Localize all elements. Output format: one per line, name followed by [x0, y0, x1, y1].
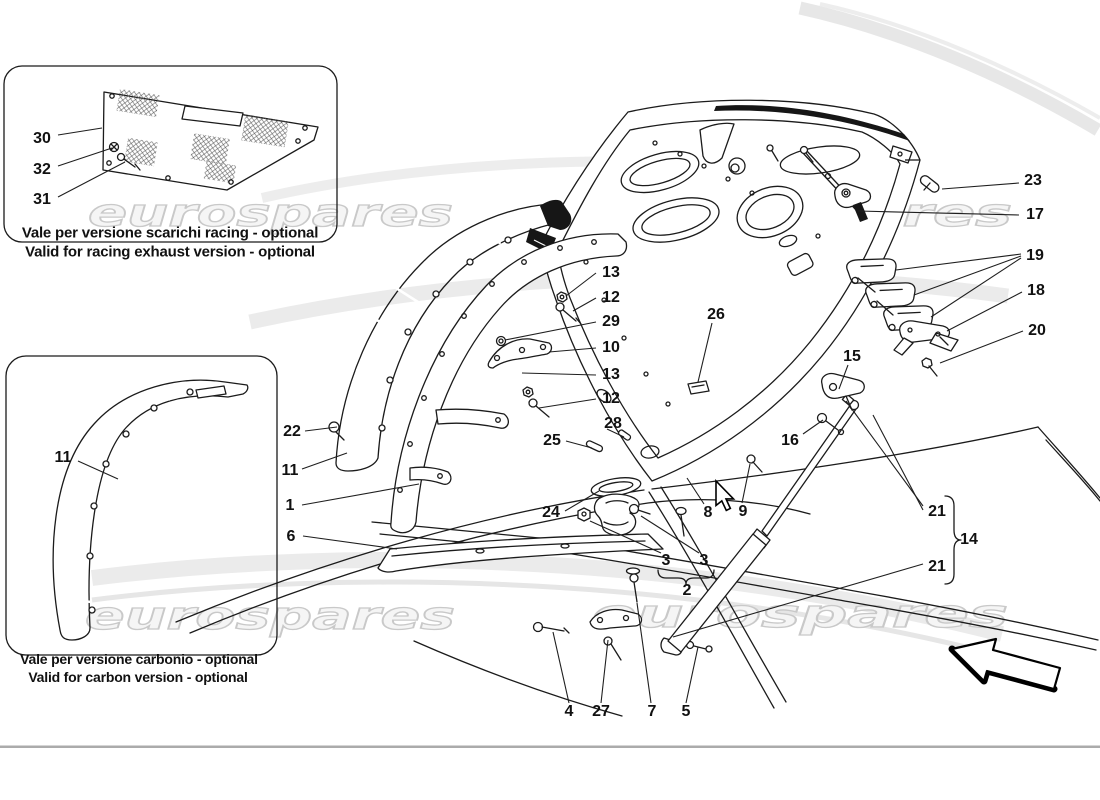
callout-24[interactable]: 24 [542, 504, 560, 521]
direction-arrow-icon [948, 637, 1062, 693]
callout-19[interactable]: 19 [1026, 247, 1044, 264]
callout-13[interactable]: 13 [602, 366, 620, 383]
callout-2[interactable]: 2 [682, 582, 692, 599]
callout-5[interactable]: 5 [681, 703, 691, 720]
bonnet-frame-drawing [390, 233, 628, 534]
carbon-grille-drawing [52, 379, 249, 641]
watermark-text: eurospares [88, 191, 453, 235]
callout-6[interactable]: 6 [286, 528, 296, 545]
racing-exhaust-box [3, 65, 338, 243]
callout-3[interactable]: 3 [699, 552, 709, 569]
callout-14[interactable]: 14 [960, 531, 978, 548]
callout-21[interactable]: 21 [928, 503, 946, 520]
callout-15[interactable]: 15 [843, 348, 861, 365]
callout-20[interactable]: 20 [1028, 322, 1046, 339]
panel-fastener-32 [108, 141, 120, 153]
safety-catch-drawing [893, 320, 959, 356]
watermark-text: eurospares [592, 592, 1008, 636]
racing-exhaust-caption-it: Vale per versione scarichi racing - opti… [21, 224, 319, 242]
callout-12[interactable]: 12 [602, 390, 620, 407]
callout-11[interactable]: 11 [54, 449, 72, 466]
small-fasteners-drawing [328, 291, 763, 473]
bonnet-latch-drawing [577, 477, 687, 603]
callout-30[interactable]: 30 [33, 130, 51, 147]
callout-10[interactable]: 10 [602, 339, 620, 356]
watermark-text: eurospares [85, 594, 455, 638]
callout-25[interactable]: 25 [543, 432, 561, 449]
callout-12[interactable]: 12 [602, 289, 620, 306]
racing-exhaust-panel-drawing [102, 89, 319, 191]
callout-32[interactable]: 32 [33, 161, 51, 178]
racing-exhaust-caption-en: Valid for racing exhaust version - optio… [25, 243, 315, 261]
callout-7[interactable]: 7 [647, 703, 657, 720]
callout-26[interactable]: 26 [707, 306, 725, 323]
seal-blade-drawing [377, 533, 664, 573]
panel-fastener-31 [116, 152, 141, 171]
callout-28[interactable]: 28 [604, 415, 622, 432]
callout-11[interactable]: 11 [281, 462, 299, 479]
callout-21[interactable]: 21 [928, 558, 946, 575]
callout-29[interactable]: 29 [602, 313, 620, 330]
callout-22[interactable]: 22 [283, 423, 301, 440]
bonnet-grille-drawing [335, 199, 572, 472]
callout-1[interactable]: 1 [285, 497, 295, 514]
page-divider [0, 745, 1100, 748]
callout-27[interactable]: 27 [592, 703, 610, 720]
bonnet-drawing [540, 99, 921, 482]
callout-4[interactable]: 4 [564, 703, 574, 720]
callout-23[interactable]: 23 [1024, 172, 1042, 189]
lower-hinge-hardware-drawing [532, 608, 713, 661]
bonnet-corner-hinge-parts [889, 145, 920, 164]
mouse-cursor-icon [715, 479, 736, 512]
callout-9[interactable]: 9 [738, 503, 748, 520]
callout-17[interactable]: 17 [1026, 206, 1044, 223]
callout-31[interactable]: 31 [33, 191, 51, 208]
carbon-caption-it: Vale per versione carbonio - optional [20, 651, 258, 667]
strut-bracket-drawing [816, 372, 865, 436]
hinge-stack-drawing [846, 258, 959, 377]
top-hinge-drawing [766, 144, 940, 222]
carbon-grille-box [5, 355, 278, 656]
callout-16[interactable]: 16 [781, 432, 799, 449]
carbon-caption-en: Valid for carbon version - optional [28, 669, 248, 685]
callout-8[interactable]: 8 [703, 504, 713, 521]
leader-lines [301, 182, 1024, 704]
callout-18[interactable]: 18 [1027, 282, 1045, 299]
callout-3[interactable]: 3 [661, 552, 671, 569]
group-braces [657, 495, 962, 585]
gas-strut-drawing [667, 393, 860, 653]
callout-13[interactable]: 13 [602, 264, 620, 281]
